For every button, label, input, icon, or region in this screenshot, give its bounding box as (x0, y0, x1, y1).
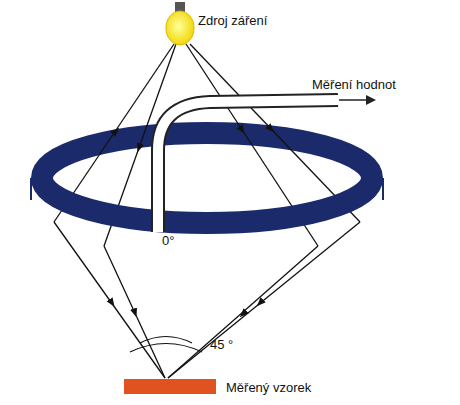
ring-band-front (31, 178, 383, 223)
light-bulb (166, 2, 194, 45)
sample-label: Měřený vzorek (226, 381, 311, 395)
output-label: Měření hodnot (312, 78, 396, 92)
angle-label: 0° (162, 234, 174, 248)
angle-arc (130, 337, 202, 353)
ray-arrowheads (110, 300, 262, 314)
measurement-tube (158, 95, 376, 232)
ring-band (42, 133, 372, 178)
angle-label: 45 ° (210, 338, 233, 352)
sample-bar (124, 379, 216, 394)
source-label: Zdroj záření (198, 14, 267, 28)
